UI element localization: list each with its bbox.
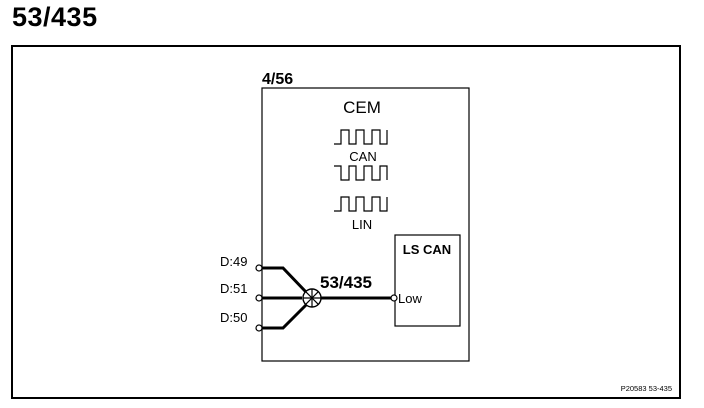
- pin-terminal-d49: [255, 264, 263, 272]
- diagram-frame: [11, 45, 681, 399]
- pin-terminal-d50: [255, 324, 263, 332]
- can-high-waveform-icon: [334, 129, 388, 145]
- module-ref: 4/56: [262, 71, 293, 88]
- can-low-waveform-icon: [334, 165, 388, 181]
- wire-d49: [262, 266, 308, 294]
- pin-terminal-d51: [255, 294, 263, 302]
- ls-can-port-label: Low: [398, 291, 422, 306]
- ls-can-title: LS CAN: [403, 242, 451, 257]
- lin-label: LIN: [352, 217, 372, 232]
- splice-ref-label: 53/435: [320, 273, 372, 292]
- lin-waveform-icon: [334, 196, 388, 212]
- pin-label-d50: D:50: [220, 310, 247, 325]
- ls-can-box: [394, 234, 461, 327]
- pin-label-d49: D:49: [220, 254, 247, 269]
- page-title: 53/435: [12, 2, 98, 32]
- splice-icon: [302, 288, 322, 308]
- ls-can-low-terminal: [390, 294, 398, 302]
- wire-d50: [262, 303, 308, 330]
- figure-id: P20583 53-435: [621, 384, 672, 393]
- can-label: CAN: [349, 149, 376, 164]
- cem-module-box: [261, 87, 470, 362]
- module-name: CEM: [343, 98, 381, 117]
- pin-label-d51: D:51: [220, 281, 247, 296]
